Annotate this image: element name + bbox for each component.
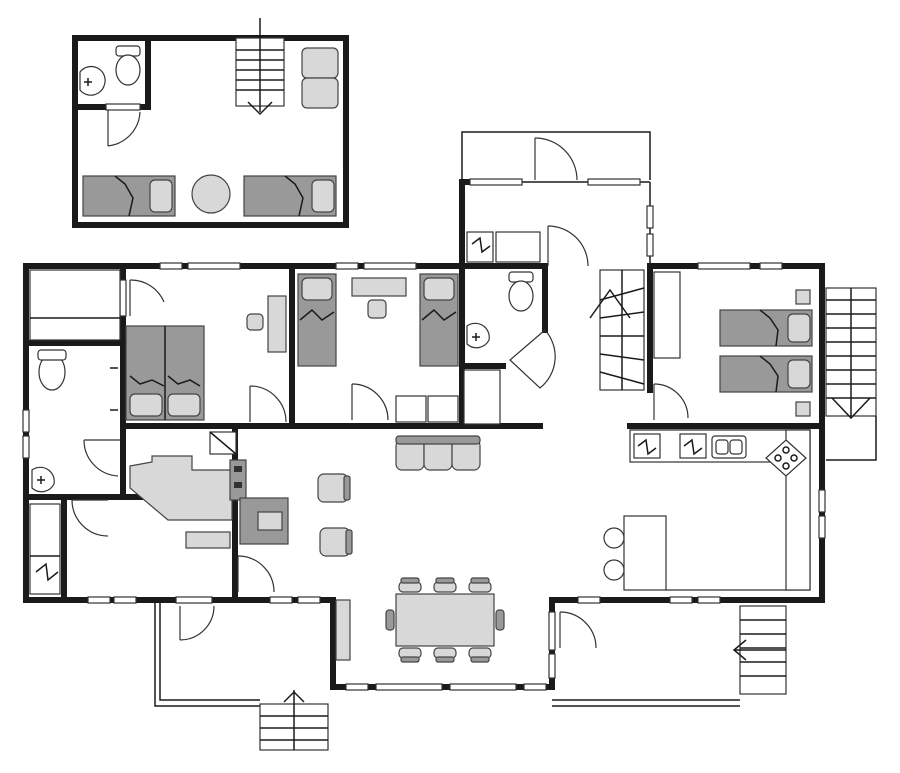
window-icon — [697, 596, 721, 604]
window-icon — [159, 262, 183, 270]
window-icon — [577, 596, 601, 604]
bed-icon — [297, 273, 337, 367]
window-icon — [375, 683, 443, 691]
sink-icon — [31, 466, 55, 493]
window-icon — [297, 596, 321, 604]
loft — [72, 18, 349, 228]
bed-icon — [719, 309, 813, 347]
window-icon — [269, 596, 293, 604]
window-icon — [548, 653, 556, 679]
kitchen — [603, 429, 811, 591]
sofa-icon — [301, 47, 339, 109]
window-icon — [587, 178, 641, 186]
window-icon — [759, 262, 783, 270]
bed-icon — [243, 175, 337, 217]
stove-icon — [765, 439, 807, 477]
bedroom-right — [653, 271, 813, 420]
fireplace-area — [129, 431, 289, 593]
window-icon — [646, 233, 654, 257]
bathroom-middle — [463, 271, 556, 425]
dining — [385, 577, 505, 663]
south-decks — [154, 596, 787, 751]
bathroom-left — [31, 349, 120, 493]
window-icon — [113, 596, 137, 604]
window-icon — [697, 262, 751, 270]
window-icon — [818, 489, 826, 513]
table-icon — [395, 593, 495, 647]
sink-icon — [79, 65, 106, 96]
north-entry — [461, 131, 651, 267]
bed-icon — [82, 175, 176, 217]
bedroom-middle — [297, 273, 459, 423]
stairs-icon — [825, 287, 877, 461]
window-icon — [469, 178, 523, 186]
stairs-icon — [589, 269, 645, 391]
window-icon — [87, 596, 111, 604]
window-icon — [22, 409, 30, 433]
bed-icon — [719, 355, 813, 393]
window-icon — [548, 611, 556, 651]
chair-icon — [317, 473, 351, 503]
windows — [22, 178, 826, 691]
toilet-icon — [115, 45, 141, 86]
window-icon — [187, 262, 241, 270]
bed-icon — [419, 273, 459, 367]
window-icon — [646, 205, 654, 229]
window-icon — [523, 683, 547, 691]
window-icon — [818, 515, 826, 539]
bedroom-left — [29, 269, 287, 423]
window-icon — [119, 279, 127, 317]
stairs-icon — [259, 690, 329, 751]
stairs-icon — [235, 18, 285, 116]
bed-icon — [125, 325, 205, 421]
window-icon — [363, 262, 417, 270]
laundry — [29, 499, 109, 595]
sofa-icon — [395, 435, 481, 471]
window-icon — [345, 683, 369, 691]
window-icon — [22, 435, 30, 459]
table-icon — [191, 174, 231, 214]
window-icon — [449, 683, 517, 691]
window-icon — [335, 262, 359, 270]
toilet-icon — [508, 271, 534, 312]
toilet-icon — [37, 349, 67, 391]
chair-icon — [319, 527, 353, 557]
window-icon — [669, 596, 693, 604]
door-icon — [105, 103, 141, 147]
sink-icon — [466, 322, 490, 349]
living-room — [317, 435, 481, 661]
stairs-icon — [732, 605, 787, 695]
